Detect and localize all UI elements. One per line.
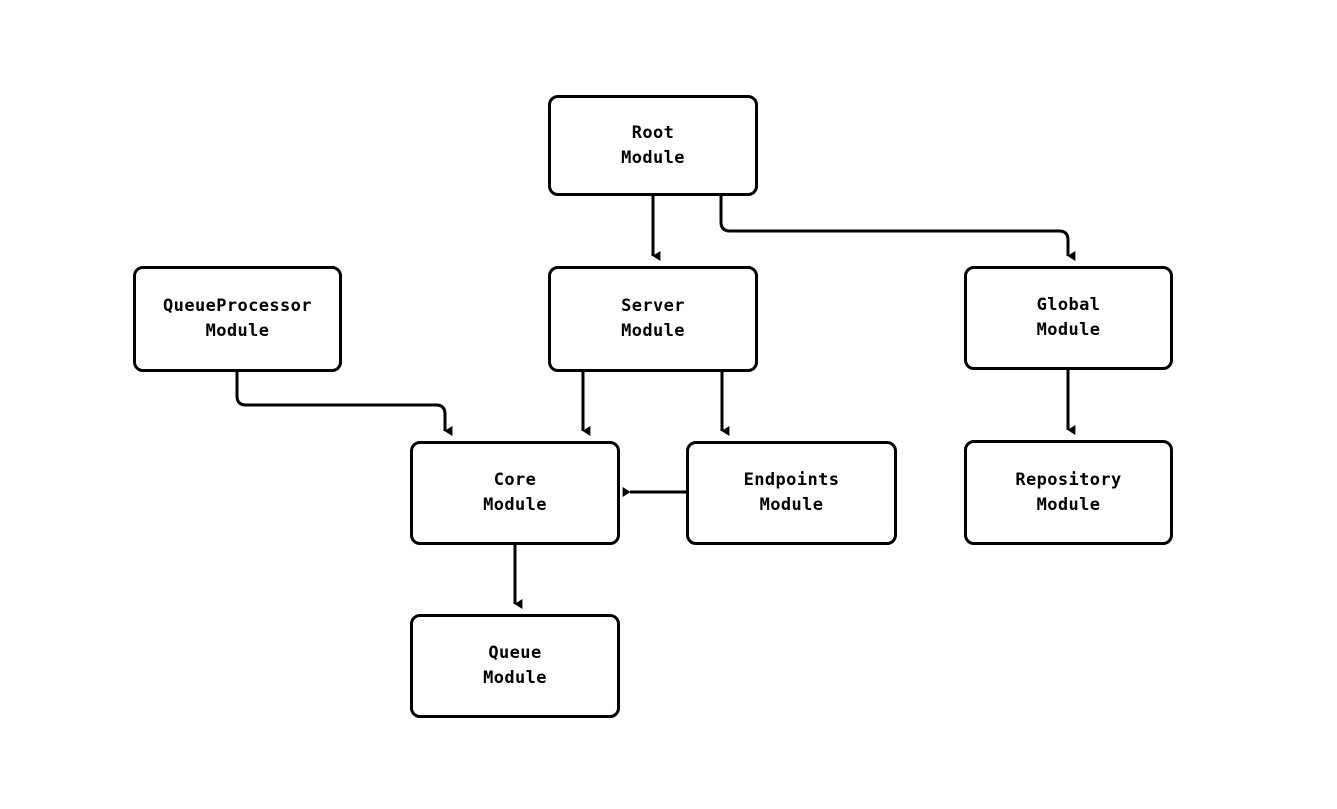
node-endpoints-line2: Module	[759, 495, 824, 515]
node-root-line1: Root	[631, 122, 675, 143]
node-global[interactable]: Global Module	[964, 266, 1173, 370]
node-endpoints[interactable]: Endpoints Module	[686, 441, 897, 545]
node-repository-line2: Module	[1036, 494, 1101, 515]
node-root-line2: Module	[621, 147, 685, 168]
node-queue-line1: Queue	[488, 643, 542, 664]
node-queue[interactable]: Queue Module	[410, 614, 620, 718]
node-server-line2: Module	[621, 321, 685, 341]
node-queue-line2: Module	[483, 668, 547, 688]
node-server[interactable]: Server Module	[548, 266, 758, 372]
node-queueprocessor-line2: Module	[205, 321, 270, 341]
node-queueprocessor-line1: QueueProcessor	[163, 296, 312, 317]
node-server-line1: Server	[621, 296, 685, 317]
edge-queueprocessor-core	[235, 372, 453, 436]
node-global-line1: Global	[1036, 295, 1101, 316]
edge-root-global	[719, 196, 1076, 261]
node-root[interactable]: Root Module	[548, 95, 758, 196]
node-repository[interactable]: Repository Module	[964, 440, 1173, 545]
node-repository-line1: Repository	[1015, 469, 1122, 490]
node-global-line2: Module	[1036, 320, 1101, 340]
node-core-line2: Module	[483, 495, 547, 515]
node-core-line1: Core	[493, 470, 537, 491]
node-queueprocessor[interactable]: QueueProcessor Module	[133, 266, 342, 372]
node-core[interactable]: Core Module	[410, 441, 620, 545]
node-endpoints-line1: Endpoints	[743, 470, 840, 491]
